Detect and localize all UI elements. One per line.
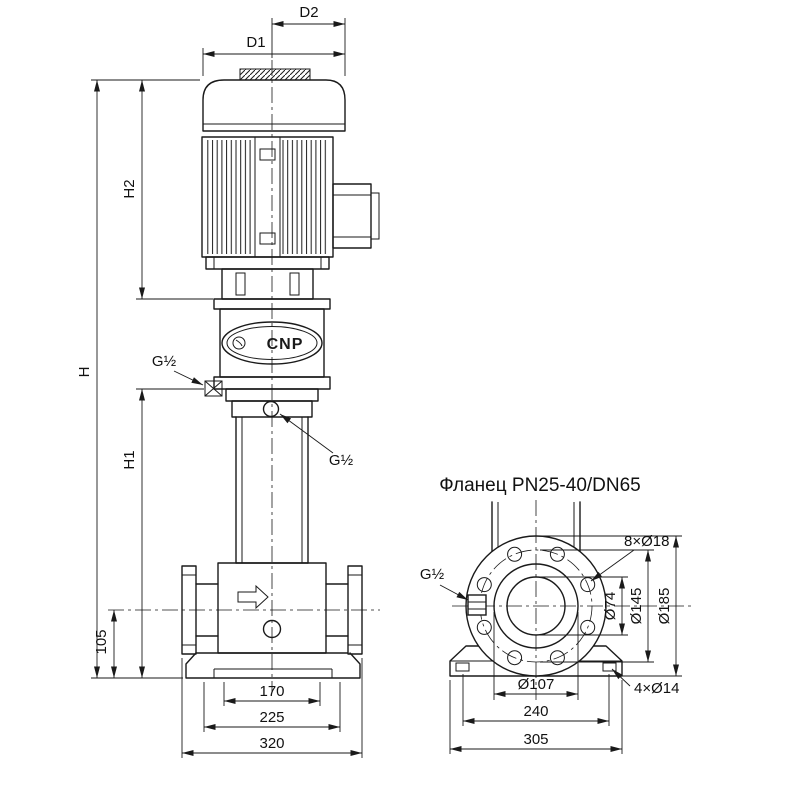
foot-hole-left xyxy=(455,662,470,672)
thread-label: G½ xyxy=(420,566,445,583)
flange-view-title: Фланец PN25-40/DN65 xyxy=(439,475,641,496)
dim-d74-label: Ø74 xyxy=(602,592,619,620)
dim-305-label: 305 xyxy=(523,731,548,748)
motor-fan-cover xyxy=(202,68,346,132)
foot-hole-right xyxy=(602,662,617,672)
dim-h1-label: H1 xyxy=(121,450,138,469)
dim-170-label: 170 xyxy=(259,683,284,700)
flange-view: Фланец PN25-40/DN65 xyxy=(420,475,694,754)
pump-base xyxy=(185,652,361,679)
nameplate-lower xyxy=(259,232,276,245)
coupling-window-right xyxy=(289,272,300,296)
front-view-dimensions xyxy=(91,18,363,758)
thread-plug-right xyxy=(262,400,280,418)
motor-terminal-box xyxy=(332,183,380,249)
dim-d2-label: D2 xyxy=(299,4,318,21)
dim-base-holes-label: 4×Ø14 xyxy=(634,680,679,697)
motor-body xyxy=(201,136,334,258)
dim-h2-label: H2 xyxy=(121,179,138,198)
front-view: CNP xyxy=(76,4,380,758)
flange-view-dimensions xyxy=(439,535,682,754)
gauge-port-boss xyxy=(467,594,487,616)
dim-105-label: 105 xyxy=(93,629,110,654)
dim-bolt-holes-label: 8×Ø18 xyxy=(624,533,669,550)
dim-240-label: 240 xyxy=(523,703,548,720)
dim-320-label: 320 xyxy=(259,735,284,752)
dim-225-label: 225 xyxy=(259,709,284,726)
nameplate xyxy=(259,148,276,161)
pump-head: CNP xyxy=(204,298,331,418)
dim-d1-label: D1 xyxy=(246,34,265,51)
dim-d145-label: Ø145 xyxy=(628,588,645,625)
thread-left-label: G½ xyxy=(152,353,177,370)
dim-d185-label: Ø185 xyxy=(656,588,673,625)
thread-right-label: G½ xyxy=(329,452,354,469)
dim-h-label: H xyxy=(76,367,93,378)
coupling-window-left xyxy=(235,272,246,296)
thread-plug-left xyxy=(204,380,223,397)
flow-direction-arrow xyxy=(237,584,269,610)
brand-mark-icon xyxy=(232,336,246,350)
motor-adapter xyxy=(205,256,330,300)
brand-logo-text: CNP xyxy=(267,336,304,353)
bolt-holes xyxy=(476,546,596,666)
dim-d107-label: Ø107 xyxy=(518,676,555,693)
